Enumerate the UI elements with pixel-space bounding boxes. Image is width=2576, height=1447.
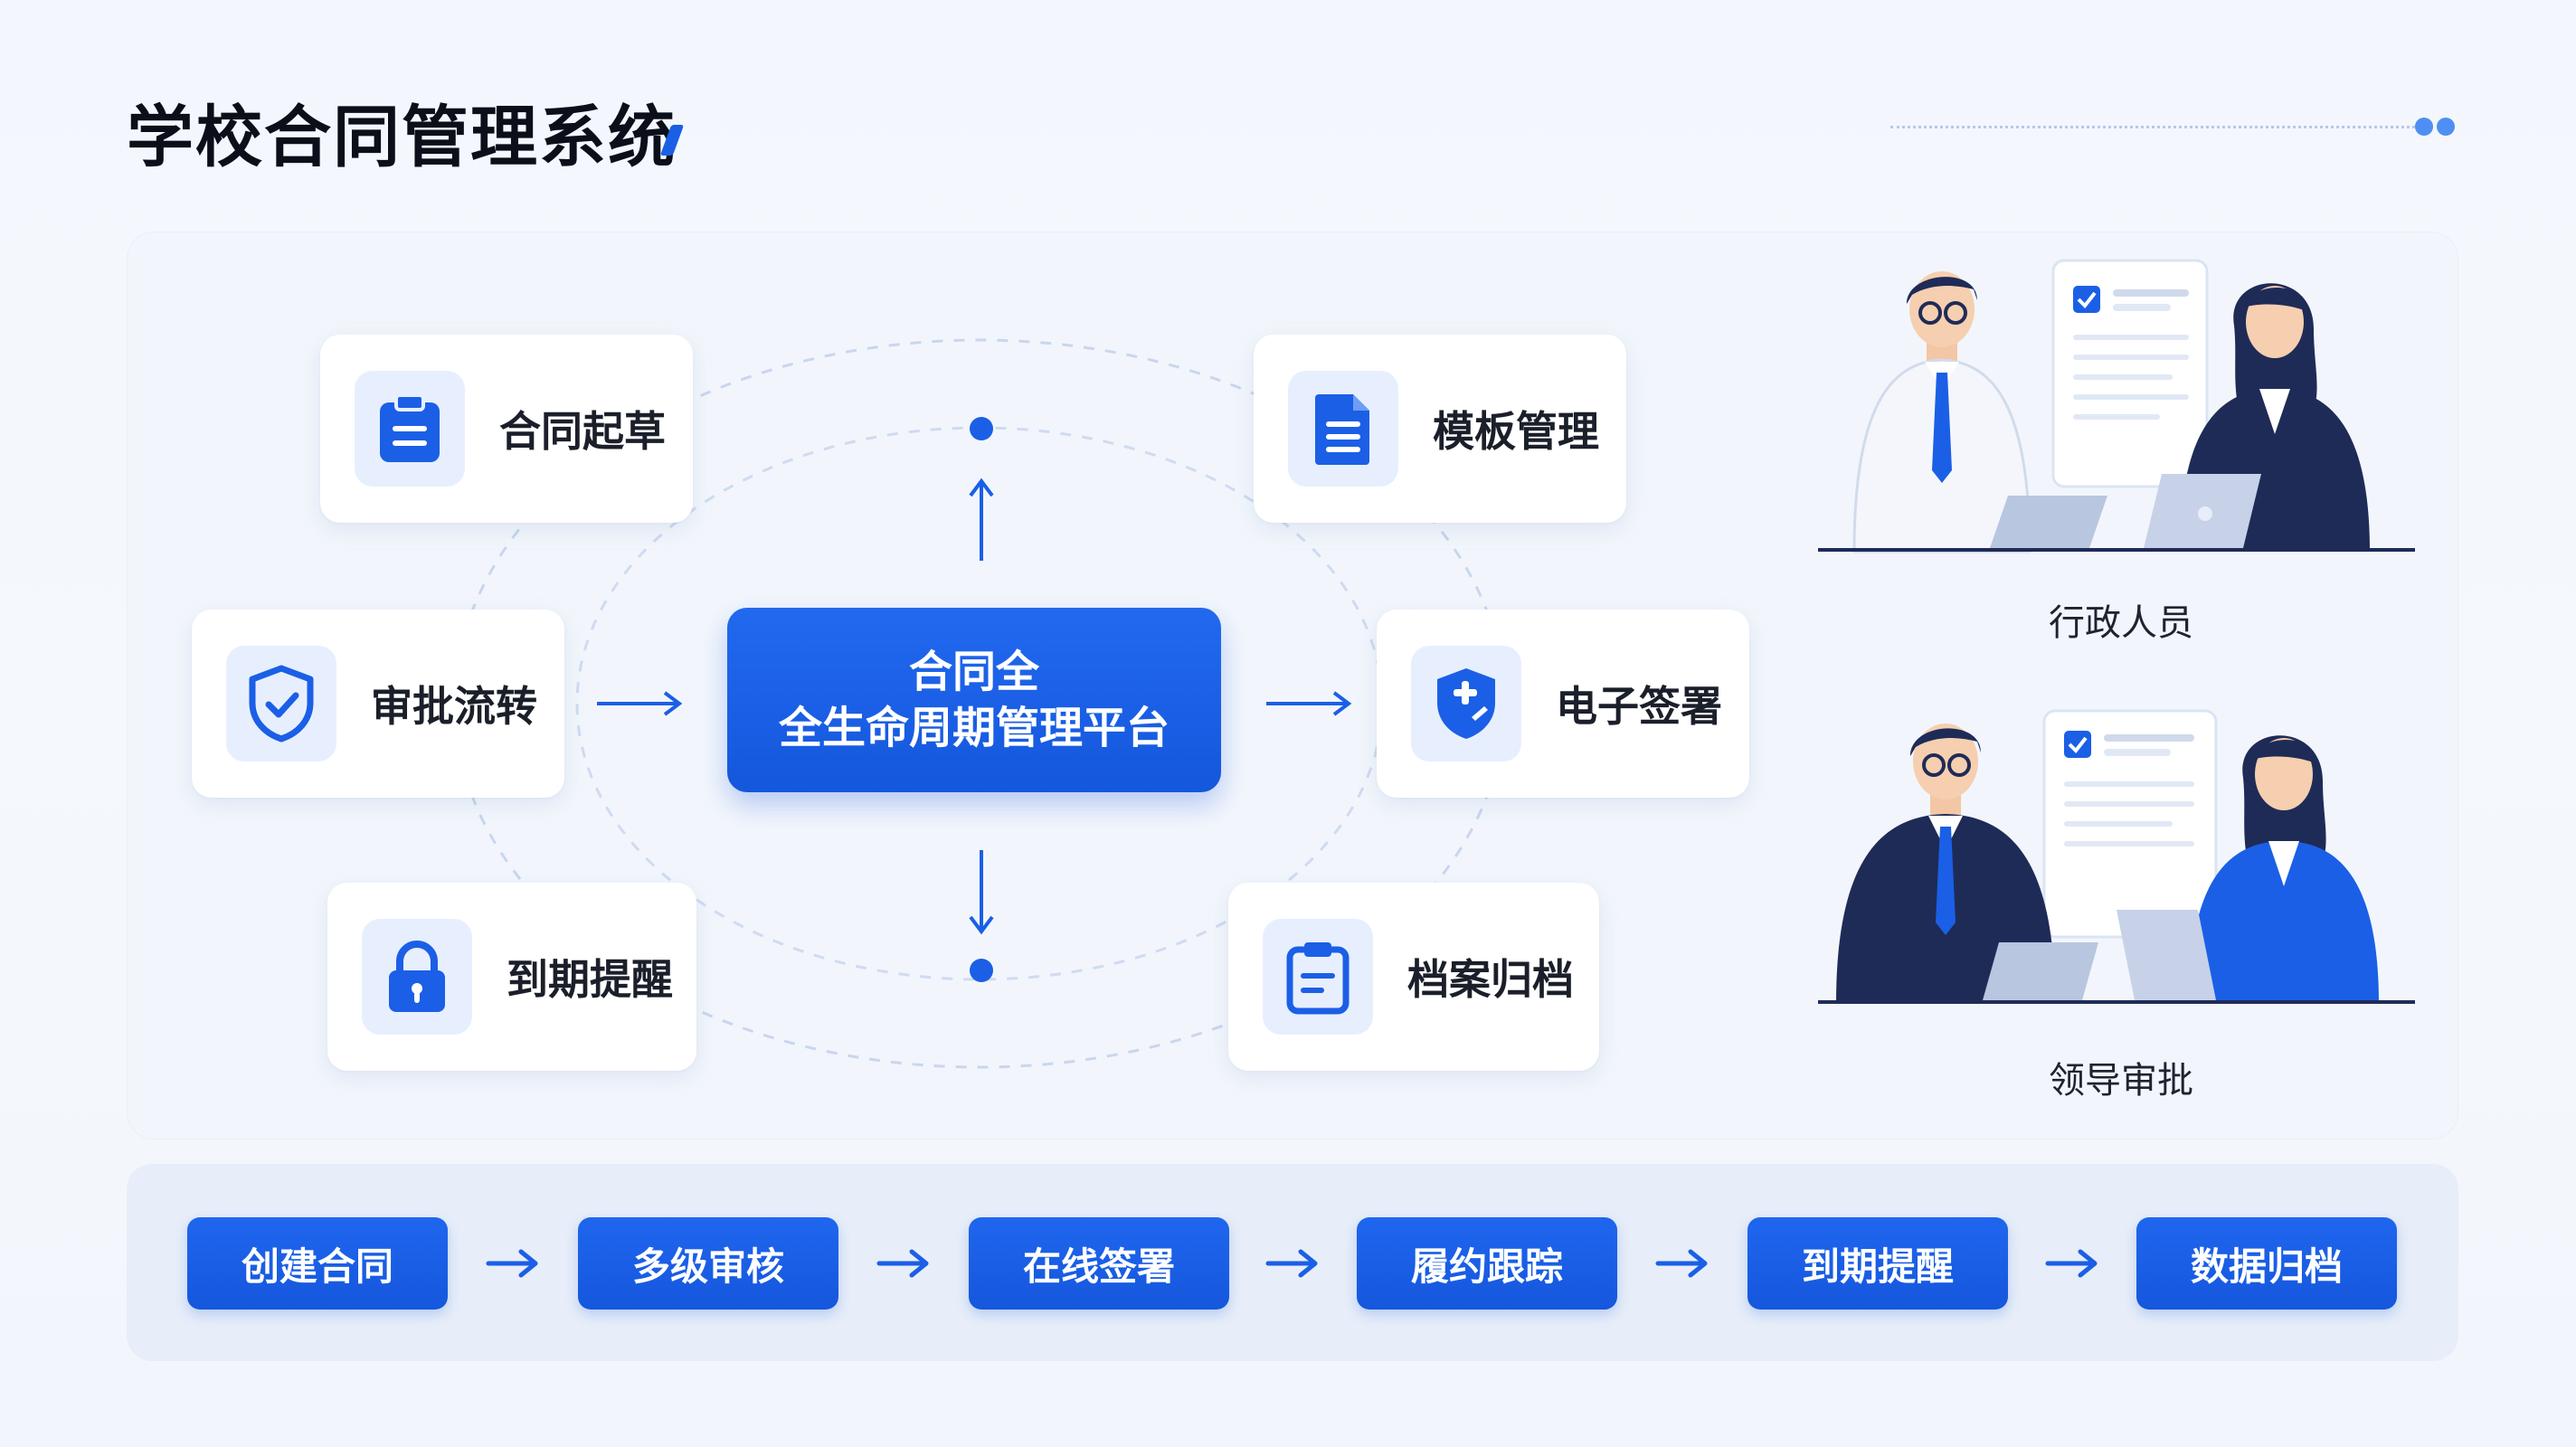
header-dot bbox=[2415, 118, 2433, 136]
header-dot bbox=[2437, 118, 2455, 136]
admin-staff-illustration bbox=[1818, 259, 2415, 553]
lock-icon bbox=[362, 919, 472, 1035]
document-icon bbox=[1288, 371, 1398, 487]
flow-arrow-icon bbox=[486, 1249, 538, 1278]
shield-pen-icon bbox=[1411, 646, 1521, 761]
flow-step-track[interactable]: 履约跟踪 bbox=[1357, 1217, 1617, 1310]
arrow-up-head bbox=[969, 478, 994, 497]
card-expiry-reminder[interactable]: 到期提醒 bbox=[327, 883, 696, 1071]
flow-step-archive[interactable]: 数据归档 bbox=[2136, 1217, 2397, 1310]
card-approval-flow[interactable]: 审批流转 bbox=[192, 610, 564, 798]
flow-step-review[interactable]: 多级审核 bbox=[578, 1217, 838, 1310]
card-archive[interactable]: 档案归档 bbox=[1228, 883, 1599, 1071]
header-dotted-line bbox=[1890, 126, 2415, 128]
card-template-management[interactable]: 模板管理 bbox=[1254, 335, 1626, 523]
card-label-approval: 审批流转 bbox=[371, 682, 537, 731]
shield-check-icon bbox=[226, 646, 336, 761]
card-label-draft: 合同起草 bbox=[499, 407, 666, 456]
flow-arrow-icon bbox=[1265, 1249, 1318, 1278]
card-label-archive: 档案归档 bbox=[1407, 955, 1574, 1004]
card-e-signature[interactable]: 电子签署 bbox=[1377, 610, 1749, 798]
clipboard-icon bbox=[355, 371, 465, 487]
orbit-dot-bottom bbox=[970, 959, 993, 982]
center-title-line1: 合同全 bbox=[908, 647, 1039, 697]
page-title: 学校合同管理系统 bbox=[127, 99, 677, 176]
center-title-line2: 全生命周期管理平台 bbox=[778, 703, 1170, 753]
role-label-leader: 领导审批 bbox=[2049, 1060, 2193, 1102]
orbit-dot-top bbox=[970, 417, 993, 440]
clipboard-list-icon bbox=[1263, 919, 1373, 1035]
flow-arrow-icon bbox=[1655, 1249, 1708, 1278]
card-contract-draft[interactable]: 合同起草 bbox=[320, 335, 693, 523]
flow-arrow-icon bbox=[876, 1249, 929, 1278]
flow-step-sign[interactable]: 在线签署 bbox=[969, 1217, 1229, 1310]
card-label-template: 模板管理 bbox=[1433, 407, 1599, 456]
flow-step-reminder[interactable]: 到期提醒 bbox=[1747, 1217, 2008, 1310]
leader-approval-illustration bbox=[1818, 709, 2415, 1004]
role-label-admin: 行政人员 bbox=[2049, 602, 2193, 644]
arrow-right-head bbox=[1332, 691, 1352, 716]
flow-step-create[interactable]: 创建合同 bbox=[187, 1217, 448, 1310]
card-label-reminder: 到期提醒 bbox=[507, 955, 673, 1004]
card-label-esign: 电子签署 bbox=[1556, 682, 1722, 731]
arrow-left-head bbox=[663, 691, 683, 716]
arrow-down-head bbox=[969, 915, 994, 935]
center-platform-block[interactable]: 合同全 全生命周期管理平台 bbox=[727, 608, 1221, 792]
flow-arrow-icon bbox=[2045, 1249, 2098, 1278]
